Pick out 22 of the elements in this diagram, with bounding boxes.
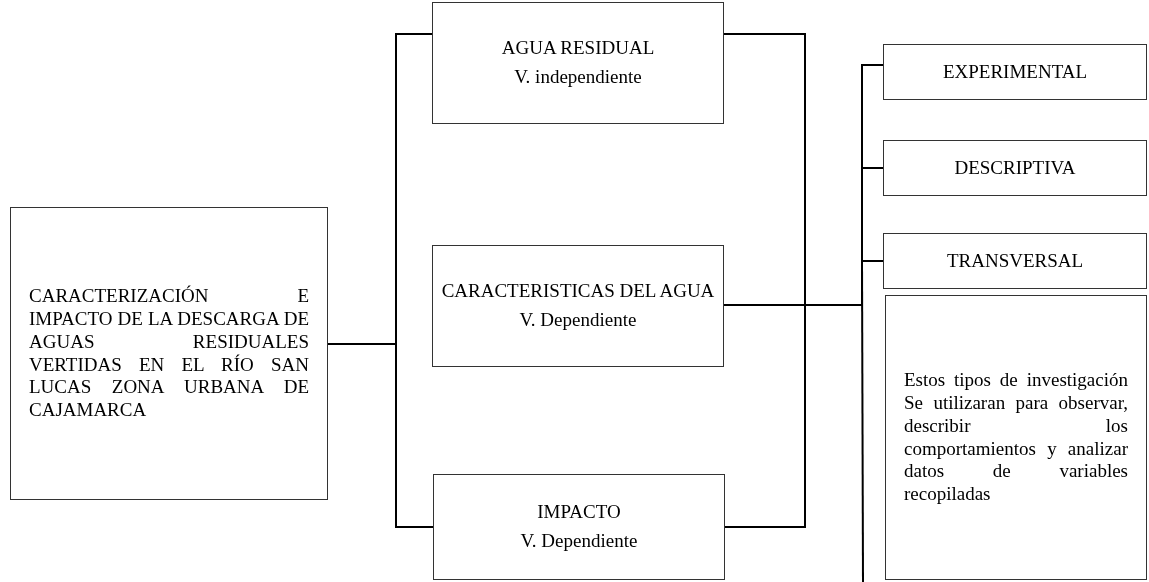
variable-box [883,44,1147,100]
variable-box [883,233,1147,289]
box-subtitle: V. Dependiente [519,309,637,332]
box-title: DESCRIPTIVA [954,156,1076,180]
box-subtitle: V. Dependiente [520,530,638,553]
box-title: IMPACTO [537,501,621,524]
box-title: AGUA RESIDUAL [501,37,655,60]
variable-box [883,140,1147,196]
connector-line [723,260,884,306]
box-title: TRANSVERSAL [946,249,1084,273]
variable-box [433,474,725,580]
box-title: CARACTERIZACIÓN E IMPACTO DE LA DESCARGA DE AGUAS RESIDUALES VERTIDAS EN EL RÍO SAN LUCAS ZONA URBANA DE CAJAMARCA [29,285,309,422]
box-title: CARACTERISTICAS DEL AGUA [441,280,715,303]
box-subtitle: V. independiente [514,66,642,89]
text-box [10,207,328,500]
connector-line [723,33,806,528]
text-box [885,295,1147,580]
box-title: Estos tipos de investigación Se utilizaran para observar, describir los comportamientos y analizar datos de variables recopiladas [904,369,1128,506]
variable-box [432,245,724,367]
box-title: EXPERIMENTAL [942,60,1088,84]
variable-box [432,2,724,124]
connector-line [327,343,434,528]
